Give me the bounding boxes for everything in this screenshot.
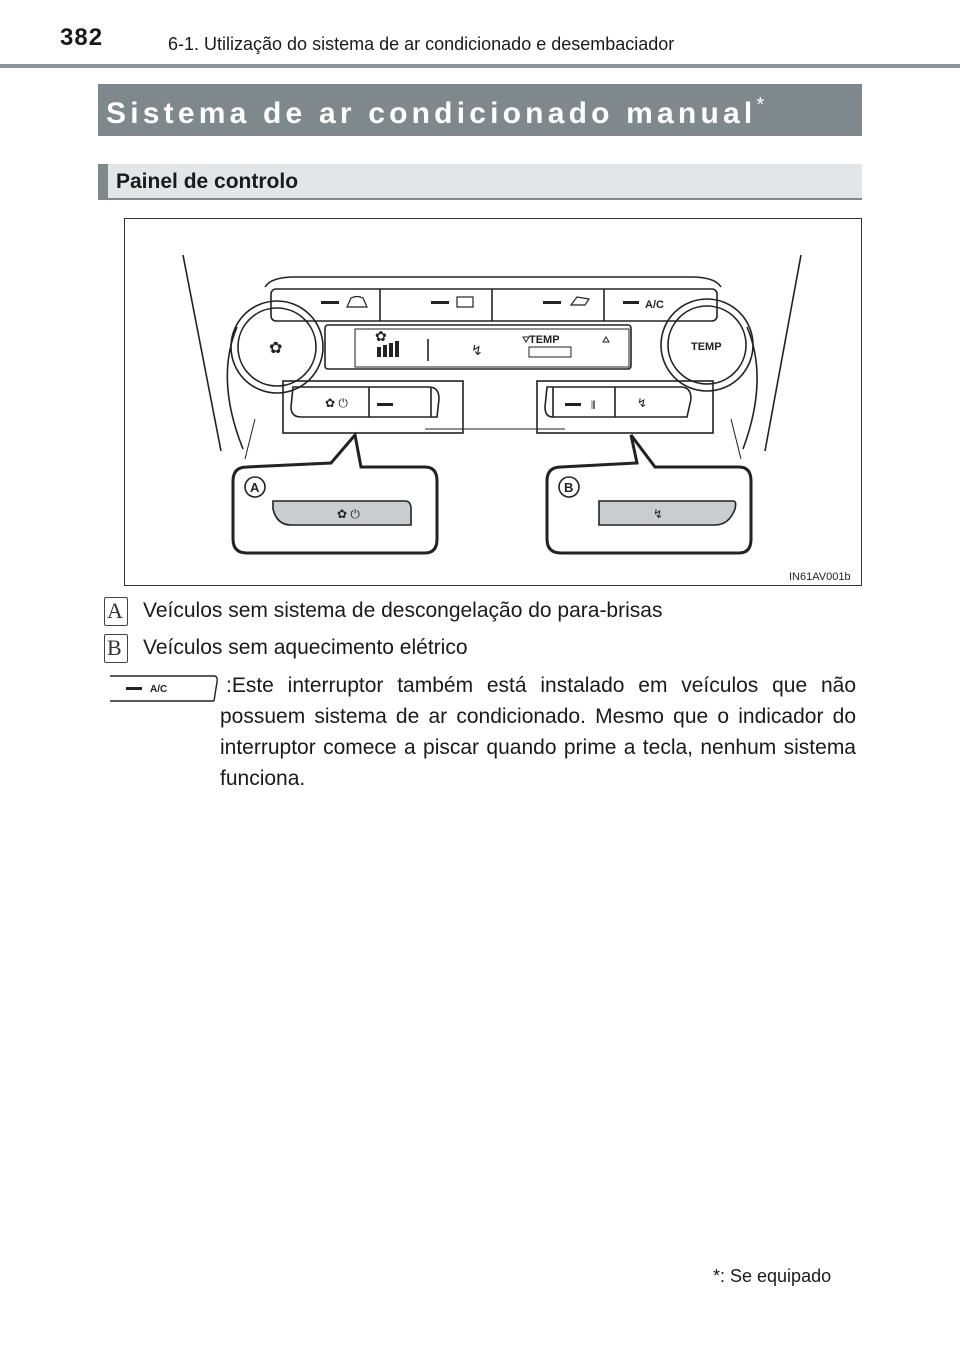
section-heading-bar: Sistema de ar condicionado manual* [98, 84, 862, 136]
image-code: IN61AV001b [789, 571, 851, 583]
equipped-mark: * [756, 94, 765, 116]
display-temp-label: TEMP [529, 334, 560, 346]
front-defog-icon [346, 295, 368, 308]
rear-defog-icon [456, 296, 474, 308]
callout-b-letter: B [564, 480, 573, 495]
svg-text:↯: ↯ [637, 396, 647, 410]
footnote: *: Se equipado [713, 1266, 832, 1286]
svg-text:⫴: ⫴ [591, 400, 596, 412]
subsection-heading-bar: Painel de controlo [98, 164, 862, 200]
label-a-letter: A [104, 597, 128, 626]
ac-button-illustration: A/C [110, 674, 220, 709]
label-a-text: Veículos sem sistema de descongelação do… [143, 599, 663, 622]
display-panel: ✿ ↯ TEMP [324, 324, 632, 370]
air-flow-icon: ↯ [471, 342, 483, 358]
callout-a: ✿ ⏻ A [231, 431, 439, 555]
dashboard-outline [182, 254, 802, 460]
top-button-row: A/C [270, 288, 718, 322]
ac-note-text: :Este interruptor também está instalado … [220, 674, 856, 790]
header-divider [0, 64, 960, 68]
ac-button-label: A/C [645, 299, 664, 311]
temp-knob-label: TEMP [691, 341, 722, 353]
air-recirculation-icon [569, 296, 591, 306]
fan-speed-knob: ✿ [230, 300, 324, 394]
lower-button-rows: ✿ ⏻ ⫴ ↯ [282, 380, 714, 434]
callout-a-letter: A [250, 480, 260, 495]
temperature-knob: TEMP [660, 298, 754, 392]
label-b-text: Veículos sem aquecimento elétrico [143, 636, 468, 659]
display-fan-icon: ✿ [375, 328, 387, 344]
section-title: Sistema de ar condicionado manual* [106, 94, 764, 131]
control-panel-illustration: A/C ✿ TEMP ✿ ↯ TEMP [124, 218, 862, 586]
subsection-title: Painel de controlo [116, 170, 299, 193]
chapter-header: 6-1. Utilização do sistema de ar condici… [168, 34, 675, 54]
svg-text:✿ ⏻: ✿ ⏻ [337, 507, 360, 521]
label-b-letter: B [104, 634, 128, 663]
page-number: 382 [60, 24, 104, 51]
fan-icon: ✿ [269, 340, 282, 357]
svg-text:↯: ↯ [653, 507, 663, 521]
svg-text:✿ ⏻: ✿ ⏻ [325, 396, 348, 410]
ac-inline-label: A/C [150, 684, 167, 695]
section-title-text: Sistema de ar condicionado manual [106, 97, 757, 130]
callout-b: ↯ B [545, 434, 753, 555]
